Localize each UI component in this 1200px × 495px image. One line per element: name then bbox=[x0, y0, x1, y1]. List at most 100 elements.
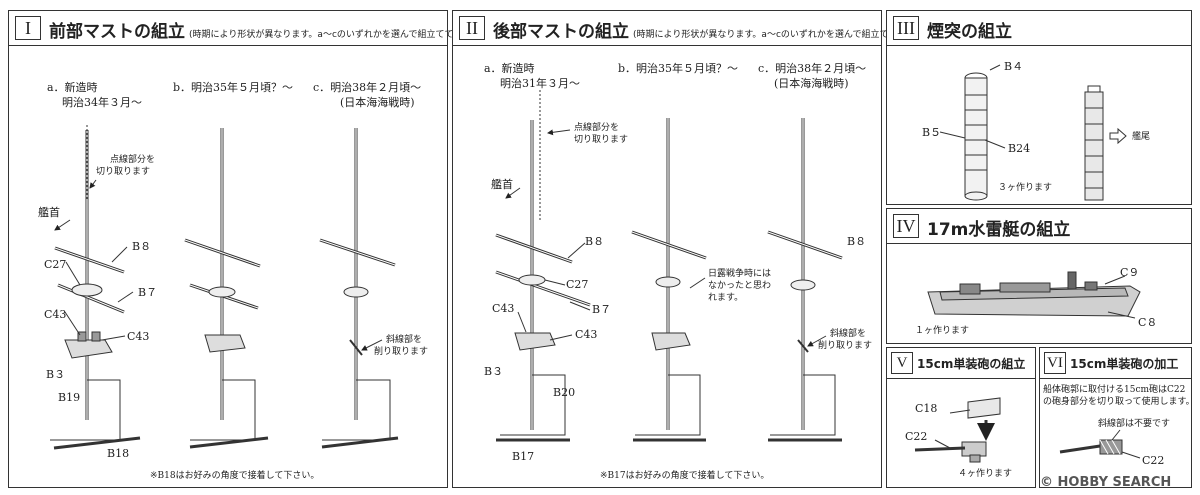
funnel-diagram bbox=[939, 64, 1127, 201]
gun-modify-diagram bbox=[1059, 429, 1141, 459]
front-mast-diagrams bbox=[50, 125, 399, 450]
panel-gun-modify: VI 15cm単装砲の加工 bbox=[1039, 347, 1192, 488]
panel-header: II 後部マストの組立(時期により形状が異なります。a〜cのいずれかを選んで組立… bbox=[453, 11, 928, 46]
part-C43-left: C43 bbox=[492, 302, 514, 315]
torpedo-boat-labels: C９ C８ １ヶ作ります bbox=[915, 266, 1157, 336]
slash-note-line2: 削り取ります bbox=[374, 345, 428, 357]
boat-qty: １ヶ作ります bbox=[915, 324, 969, 336]
part-B8-left: B８ bbox=[585, 235, 604, 248]
label-c-line1: c．明治38年２月頃〜 bbox=[313, 80, 421, 94]
panel-title: 15cm単装砲の加工 bbox=[1070, 357, 1179, 371]
step-number: I bbox=[15, 16, 41, 40]
panel-header: V 15cm単装砲の組立 bbox=[887, 348, 1035, 379]
panel-header: IV 17m水雷艇の組立 bbox=[887, 209, 1191, 244]
part-C43-left: C43 bbox=[44, 308, 66, 321]
bow-label: 艦首 bbox=[38, 205, 60, 219]
slash-note-line1: 斜線部を bbox=[830, 327, 866, 339]
part-C22: C22 bbox=[1142, 454, 1164, 467]
label-c-line2: (日本海海戦時) bbox=[774, 76, 849, 90]
part-B20: B20 bbox=[553, 386, 575, 399]
watermark: © HOBBY SEARCH bbox=[1040, 475, 1171, 490]
part-C9: C９ bbox=[1120, 266, 1139, 279]
label-a-line1: a．新造時 bbox=[484, 61, 535, 75]
panel-header: III 煙突の組立 bbox=[887, 11, 1191, 46]
part-C22: C22 bbox=[905, 430, 927, 443]
funnel-labels: B４ B５ B24 ３ヶ作ります 艦尾 bbox=[922, 60, 1150, 193]
gun-qty: ４ヶ作ります bbox=[958, 467, 1012, 479]
step-number: II bbox=[459, 16, 485, 40]
part-B17: B17 bbox=[512, 450, 534, 463]
rear-mast-diagrams bbox=[495, 90, 843, 442]
part-C27: C27 bbox=[44, 258, 66, 271]
panel-funnel: III 煙突の組立 bbox=[886, 10, 1192, 205]
step-number: VI bbox=[1044, 352, 1066, 374]
rear-mast-c bbox=[767, 118, 843, 442]
funnel-qty: ３ヶ作ります bbox=[998, 181, 1052, 193]
front-mast-a bbox=[50, 125, 141, 450]
panel-title: 煙突の組立 bbox=[927, 22, 1012, 42]
war-note-line2: なかったと思わ bbox=[708, 280, 771, 291]
rear-mast-a bbox=[495, 90, 591, 442]
front-mast-b bbox=[184, 128, 269, 449]
part-B3: B３ bbox=[484, 365, 503, 378]
part-B5: B５ bbox=[922, 126, 941, 139]
panel-title: 後部マストの組立(時期により形状が異なります。a〜cのいずれかを選んで組立てて下… bbox=[493, 22, 928, 42]
label-b: b．明治35年５月頃？〜 bbox=[618, 61, 738, 75]
part-B19: B19 bbox=[58, 391, 80, 404]
gunmod-note-line2: の砲身部分を切り取って使用します。 bbox=[1043, 395, 1195, 407]
gunmod-slash-note: 斜線部は不要です bbox=[1098, 417, 1170, 429]
torpedo-boat-diagram bbox=[927, 271, 1141, 319]
part-B3: B３ bbox=[46, 368, 65, 381]
label-c-line2: (日本海海戦時) bbox=[340, 95, 415, 109]
war-note-line1: 日露戦争時には bbox=[708, 267, 771, 279]
panel-gun-assembly: V 15cm単装砲の組立 bbox=[886, 347, 1036, 488]
front-mast-labels: a．新造時 明治34年３月〜 b．明治35年５月頃？〜 c．明治38年２月頃〜 … bbox=[38, 80, 428, 481]
panel-torpedo-boat: IV 17m水雷艇の組立 bbox=[886, 208, 1192, 344]
front-mast-c bbox=[319, 128, 399, 449]
dotted-note-line2: 切り取ります bbox=[96, 166, 150, 177]
panel-title: 15cm単装砲の組立 bbox=[917, 357, 1026, 371]
step-number: IV bbox=[893, 214, 919, 238]
panel-title: 前部マストの組立(時期により形状が異なります。a〜cのいずれかを選んで組立てて下… bbox=[49, 22, 484, 42]
dotted-note-line1: 点線部分を bbox=[110, 153, 155, 165]
part-B7: B７ bbox=[138, 286, 157, 299]
part-B24: B24 bbox=[1008, 142, 1030, 155]
rear-mast-labels: a．新造時 明治31年３月〜 b．明治35年５月頃？〜 c．明治38年２月頃〜 … bbox=[484, 61, 872, 481]
part-C18: C18 bbox=[915, 402, 937, 415]
part-B8-right: B８ bbox=[847, 235, 866, 248]
rear-mast-b bbox=[631, 118, 707, 442]
label-c-line1: c．明治38年２月頃〜 bbox=[758, 61, 866, 75]
bow-label: 艦首 bbox=[491, 177, 513, 191]
rear-note: ※B17はお好みの角度で接着して下さい。 bbox=[600, 469, 769, 481]
panel-front-mast: I 前部マストの組立(時期により形状が異なります。a〜cのいずれかを選んで組立て… bbox=[8, 10, 484, 488]
part-C8: C８ bbox=[1138, 316, 1157, 329]
war-note-line3: れます。 bbox=[708, 292, 743, 303]
dotted-note-line2: 切り取ります bbox=[574, 134, 628, 145]
slash-note-line2: 削り取ります bbox=[818, 339, 872, 351]
gun-assembly-diagram bbox=[914, 397, 1001, 463]
label-a-line2: 明治34年３月〜 bbox=[62, 95, 142, 109]
part-C43-right: C43 bbox=[575, 328, 597, 341]
part-B8: B８ bbox=[132, 240, 151, 253]
part-C27: C27 bbox=[566, 278, 588, 291]
dotted-note-line1: 点線部分を bbox=[574, 121, 619, 133]
part-B4: B４ bbox=[1004, 60, 1023, 73]
step-number: III bbox=[893, 16, 919, 40]
label-a-line2: 明治31年３月〜 bbox=[500, 76, 580, 90]
panel-header: I 前部マストの組立(時期により形状が異なります。a〜cのいずれかを選んで組立て… bbox=[9, 11, 484, 46]
part-B7: B７ bbox=[592, 303, 611, 316]
stern-label: 艦尾 bbox=[1132, 130, 1150, 142]
slash-note-line1: 斜線部を bbox=[386, 333, 422, 345]
gun-modify-labels: 船体砲郭に取付ける15cm砲はC22 の砲身部分を切り取って使用します。 斜線部… bbox=[1043, 383, 1195, 467]
front-note: ※B18はお好みの角度で接着して下さい。 bbox=[150, 469, 319, 481]
panel-header: VI 15cm単装砲の加工 bbox=[1040, 348, 1191, 379]
step-number: V bbox=[891, 352, 913, 374]
gun-assembly-labels: C18 C22 ４ヶ作ります bbox=[905, 402, 1012, 479]
part-B18: B18 bbox=[107, 447, 129, 460]
label-b: b．明治35年５月頃？〜 bbox=[173, 80, 293, 94]
label-a-line1: a．新造時 bbox=[47, 80, 98, 94]
part-C43-right: C43 bbox=[127, 330, 149, 343]
gunmod-note-line1: 船体砲郭に取付ける15cm砲はC22 bbox=[1043, 383, 1185, 395]
panel-title: 17m水雷艇の組立 bbox=[927, 220, 1071, 240]
